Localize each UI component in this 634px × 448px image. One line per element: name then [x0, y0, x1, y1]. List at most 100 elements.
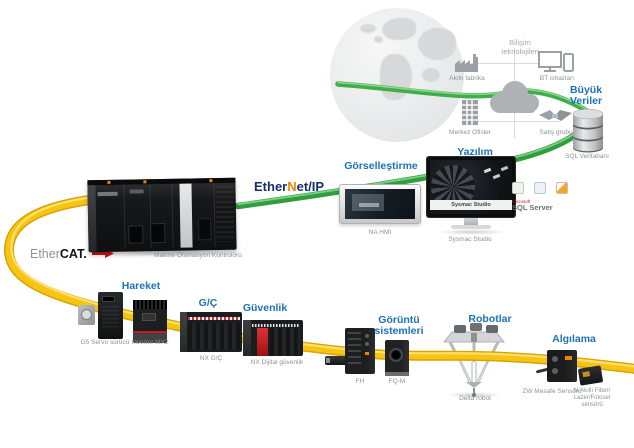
controller-display	[97, 191, 118, 197]
inverter-fins	[133, 300, 167, 309]
globe-graphic	[330, 8, 464, 142]
machine-controller-device	[87, 177, 237, 253]
device-label: N-Akıllı Fiber/ Lazer/Fotosel sensörü	[573, 388, 611, 408]
safety-led-row	[252, 324, 300, 327]
status-led	[209, 179, 213, 183]
motion-title: Hareket	[121, 280, 161, 292]
fq-m-camera-device	[385, 340, 409, 376]
zw-connector	[552, 356, 558, 362]
visualization-title: Görselleştirme	[344, 160, 418, 172]
controller-vents	[215, 185, 235, 243]
controller-label: Makine Otomasyon Kontrolörü	[154, 252, 242, 259]
office-building-icon	[462, 100, 478, 125]
io-led-row	[188, 317, 240, 320]
zw-connector	[552, 368, 558, 374]
safety-endcap	[243, 320, 251, 356]
device-label: Inverter MX2	[131, 339, 169, 346]
monitor-label: Sysmac Studio	[448, 236, 492, 243]
globe-continent	[382, 18, 416, 40]
inverter-device	[133, 300, 167, 343]
screen-detail	[483, 167, 492, 174]
monitor-screen: Sysmac Studio	[430, 160, 512, 214]
controller-port	[128, 225, 144, 244]
controller-white-module	[179, 183, 193, 248]
database-label: SQL Veritabanı	[565, 153, 609, 160]
monitor-stand	[464, 218, 478, 225]
status-led	[143, 180, 147, 184]
it-devices-icon	[538, 51, 574, 72]
motor-flange	[81, 309, 92, 320]
nx-safety-device	[243, 320, 303, 356]
camera-lens	[389, 348, 403, 362]
monitor-frame: Sysmac Studio	[426, 156, 516, 218]
big-data-title: Büyük Veriler	[569, 84, 603, 107]
hmi-screen	[345, 189, 415, 219]
zw-sensor-device	[547, 350, 577, 382]
drive-vents	[102, 306, 119, 330]
controller-endcap	[87, 180, 97, 253]
screen-detail	[492, 173, 501, 180]
cloud-node-label: Merkez Ofisler	[449, 129, 491, 136]
delta-robot-device	[442, 323, 506, 397]
sysmac-studio-monitor: Sysmac Studio	[426, 156, 516, 234]
safety-title: Güvenlik	[242, 302, 288, 314]
module-divider	[171, 183, 174, 248]
fh-connector-round	[365, 342, 369, 346]
fh-connectors	[348, 332, 361, 368]
device-label: FH	[355, 378, 365, 385]
cloud-connector-line	[468, 63, 560, 64]
n-smart-sensor-device	[577, 365, 604, 386]
globe-continent	[422, 68, 440, 82]
screen-title-band: Sysmac Studio	[430, 200, 512, 210]
camera-connector	[385, 372, 409, 376]
controller-port	[150, 222, 166, 244]
cloud-node-label: Satış grubu	[539, 129, 573, 136]
cloud-title: Bilişim teknolojileri	[501, 38, 539, 56]
factory-icon	[455, 54, 478, 72]
app-icon	[534, 182, 546, 194]
sql-server-label: SQL Server	[512, 203, 553, 212]
safety-red-module	[257, 328, 268, 356]
hmi-screen-graphic	[359, 203, 379, 207]
drive-display	[102, 296, 115, 302]
globe-continent	[360, 24, 376, 33]
vision-title: Görüntü sistemleri	[374, 314, 424, 337]
sensing-title: Algılama	[552, 333, 596, 345]
cloud-connector-line	[468, 121, 560, 122]
app-icon	[556, 182, 568, 194]
monitor-base	[451, 225, 491, 229]
globe-continent	[380, 54, 412, 100]
sensor-bar-tip	[326, 358, 330, 363]
globe-continent	[418, 28, 456, 60]
handshake-icon	[539, 110, 572, 121]
sensor-display	[582, 371, 591, 378]
servo-motor-device	[78, 305, 95, 325]
device-label: NX G/Ç	[199, 355, 223, 362]
fh-orange-detail	[365, 352, 369, 355]
status-led	[107, 180, 111, 184]
na-hmi-device	[339, 184, 421, 224]
app-icon	[512, 182, 524, 194]
module-divider	[123, 184, 126, 249]
cloud-node-label: BT cihazları	[539, 75, 575, 82]
io-terminals	[188, 323, 240, 350]
nx-io-device	[180, 312, 242, 352]
software-title: Yazılım	[457, 146, 493, 158]
sql-server-logo: Microsoft SQL Server	[512, 199, 576, 212]
zw-orange-detail	[565, 356, 572, 360]
servo-drive-device	[98, 292, 123, 339]
device-label: FQ-M	[388, 378, 406, 385]
inverter-display	[142, 313, 156, 321]
robots-title: Robotlar	[468, 313, 512, 325]
controller-port	[198, 218, 212, 241]
controller-display	[129, 189, 144, 194]
safety-terminals	[270, 328, 300, 356]
ethernet-ip-logo: EtherNet/IP	[254, 179, 325, 194]
device-label: ZW Mesafe Sensörü	[522, 388, 582, 395]
hmi-label: NA HMI	[368, 229, 392, 236]
globe-continent	[374, 36, 383, 43]
cloud-node-label: Akıllı fabrika	[449, 75, 485, 82]
device-label: Delta robot	[459, 395, 491, 402]
io-endcap	[180, 312, 187, 352]
